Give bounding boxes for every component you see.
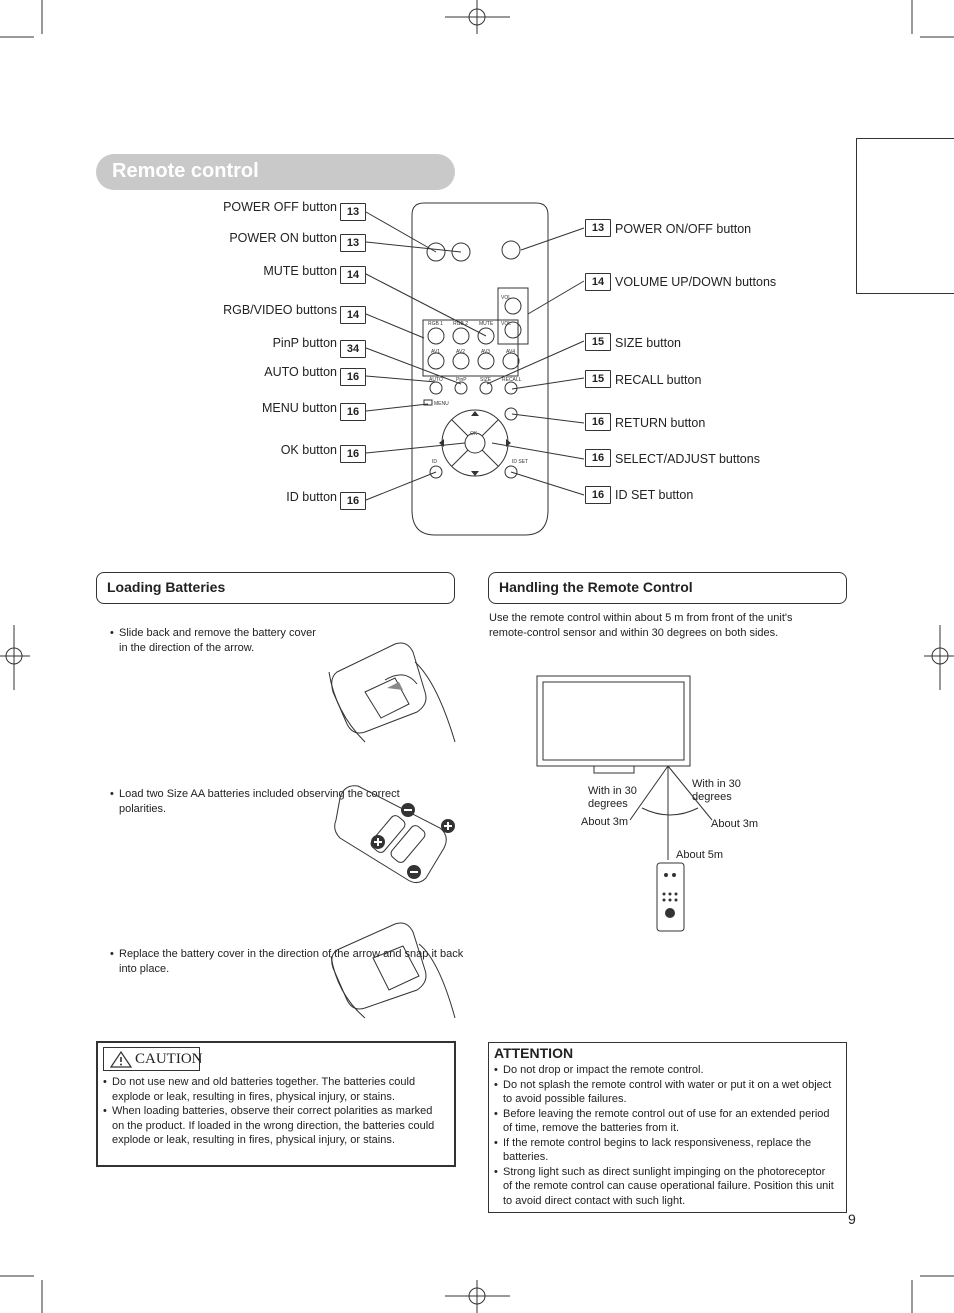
- battery-illustration-2: [334, 785, 455, 884]
- caution-label-box: CAUTION: [103, 1047, 203, 1071]
- key-rgb1: RGB 1: [428, 321, 443, 327]
- page-ref-power-onoff: 13: [585, 219, 611, 237]
- handling-header: Handling the Remote Control: [488, 572, 847, 604]
- page-ref-recall: 15: [585, 370, 611, 388]
- loading-step-1: Slide back and remove the battery cover …: [110, 626, 319, 655]
- page-ref-rgb-video: 14: [340, 306, 366, 324]
- label-menu: MENU button: [261, 401, 337, 415]
- section-banner: Remote control: [96, 154, 455, 190]
- key-idset: ID SET: [512, 459, 528, 465]
- label-pinp: PinP button: [272, 336, 337, 350]
- label-select-adjust: SELECT/ADJUST buttons: [615, 452, 760, 466]
- page-ref-size: 15: [585, 333, 611, 351]
- handling-title: Handling the Remote Control: [499, 579, 693, 595]
- label-recall: RECALL button: [615, 373, 702, 387]
- loading-batteries-header: Loading Batteries: [96, 572, 455, 604]
- page-ref-auto: 16: [340, 368, 366, 386]
- page-ref-menu: 16: [340, 403, 366, 421]
- caution-box: CAUTION Do not use new and old batteries…: [96, 1041, 456, 1167]
- label-rgb-video: RGB/VIDEO buttons: [223, 303, 337, 317]
- page-ref-id-set: 16: [585, 486, 611, 504]
- key-rgb2: RGB 2: [453, 321, 468, 327]
- page-number: 9: [848, 1211, 856, 1227]
- key-size: SIZE: [480, 377, 492, 383]
- key-pinp: PinP: [456, 377, 467, 383]
- attention-title: ATTENTION: [494, 1045, 574, 1061]
- loading-step-2: Load two Size AA batteries included obse…: [110, 787, 439, 816]
- key-av2: AV2: [456, 349, 465, 355]
- center-distance-label: About 5m: [676, 849, 724, 861]
- left-angle-label: With in 30 degrees: [588, 785, 637, 810]
- warning-icon: [110, 1051, 132, 1068]
- left-distance-label: About 3m: [581, 816, 629, 828]
- side-tab: [856, 138, 954, 294]
- label-power-on: POWER ON button: [229, 231, 337, 245]
- battery-illustration-3: [330, 922, 456, 1019]
- attention-item-5: Strong light such as direct sunlight imp…: [494, 1165, 836, 1209]
- page-ref-return: 16: [585, 413, 611, 431]
- label-volume: VOLUME UP/DOWN buttons: [615, 275, 777, 289]
- page-ref-volume: 14: [585, 273, 611, 291]
- label-power-off: POWER OFF button: [223, 200, 337, 214]
- page-ref-power-on: 13: [340, 234, 366, 252]
- page-ref-select-adjust: 16: [585, 449, 611, 467]
- attention-item-3: Before leaving the remote control out of…: [494, 1107, 836, 1136]
- attention-item-4: If the remote control begins to lack res…: [494, 1136, 836, 1165]
- loading-batteries-title: Loading Batteries: [107, 579, 226, 595]
- right-angle-label: With in 30 degrees: [692, 778, 741, 803]
- label-id-set: ID SET button: [615, 488, 694, 502]
- caution-item-2: When loading batteries, observe their co…: [103, 1104, 445, 1148]
- label-auto: AUTO button: [264, 365, 337, 379]
- key-ok: OK: [470, 431, 478, 437]
- range-diagram: [536, 675, 713, 932]
- key-vol-down: VOL: [501, 321, 511, 327]
- key-menu: MENU: [434, 401, 449, 407]
- key-av3: AV3: [481, 349, 490, 355]
- label-size: SIZE button: [615, 336, 682, 350]
- key-recall: RECALL: [502, 377, 522, 383]
- label-mute: MUTE button: [263, 264, 337, 278]
- caution-title: CAUTION: [135, 1051, 203, 1067]
- key-auto: AUTO: [429, 377, 443, 383]
- battery-illustration-1: [328, 642, 456, 743]
- key-av1: AV1: [431, 349, 440, 355]
- key-vol-up: VOL: [501, 295, 511, 301]
- remote-diagram: RGB 1 RGB 2 MUTE VOL VOL AV1 AV2 AV3 AV4…: [411, 202, 549, 536]
- page-title: Remote control: [112, 160, 259, 182]
- key-mute: MUTE: [479, 321, 494, 327]
- page-ref-ok: 16: [340, 445, 366, 463]
- loading-step-3: Replace the battery cover in the directi…: [110, 947, 464, 976]
- page-ref-id: 16: [340, 492, 366, 510]
- caution-item-1: Do not use new and old batteries togethe…: [103, 1075, 445, 1104]
- label-power-onoff: POWER ON/OFF button: [615, 222, 752, 236]
- attention-item-1: Do not drop or impact the remote control…: [494, 1063, 836, 1078]
- leader-lines: [365, 211, 585, 501]
- page-ref-power-off: 13: [340, 203, 366, 221]
- right-distance-label: About 3m: [711, 818, 759, 830]
- label-ok: OK button: [280, 443, 337, 457]
- label-id: ID button: [286, 490, 337, 504]
- label-return: RETURN button: [615, 416, 706, 430]
- attention-item-2: Do not splash the remote control with wa…: [494, 1078, 836, 1107]
- page-ref-pinp: 34: [340, 340, 366, 358]
- attention-box: ATTENTION Do not drop or impact the remo…: [488, 1042, 847, 1213]
- handling-intro: Use the remote control within about 5 m …: [489, 612, 793, 639]
- key-id: ID: [432, 459, 437, 465]
- page-ref-mute: 14: [340, 266, 366, 284]
- key-av4: AV4: [506, 349, 515, 355]
